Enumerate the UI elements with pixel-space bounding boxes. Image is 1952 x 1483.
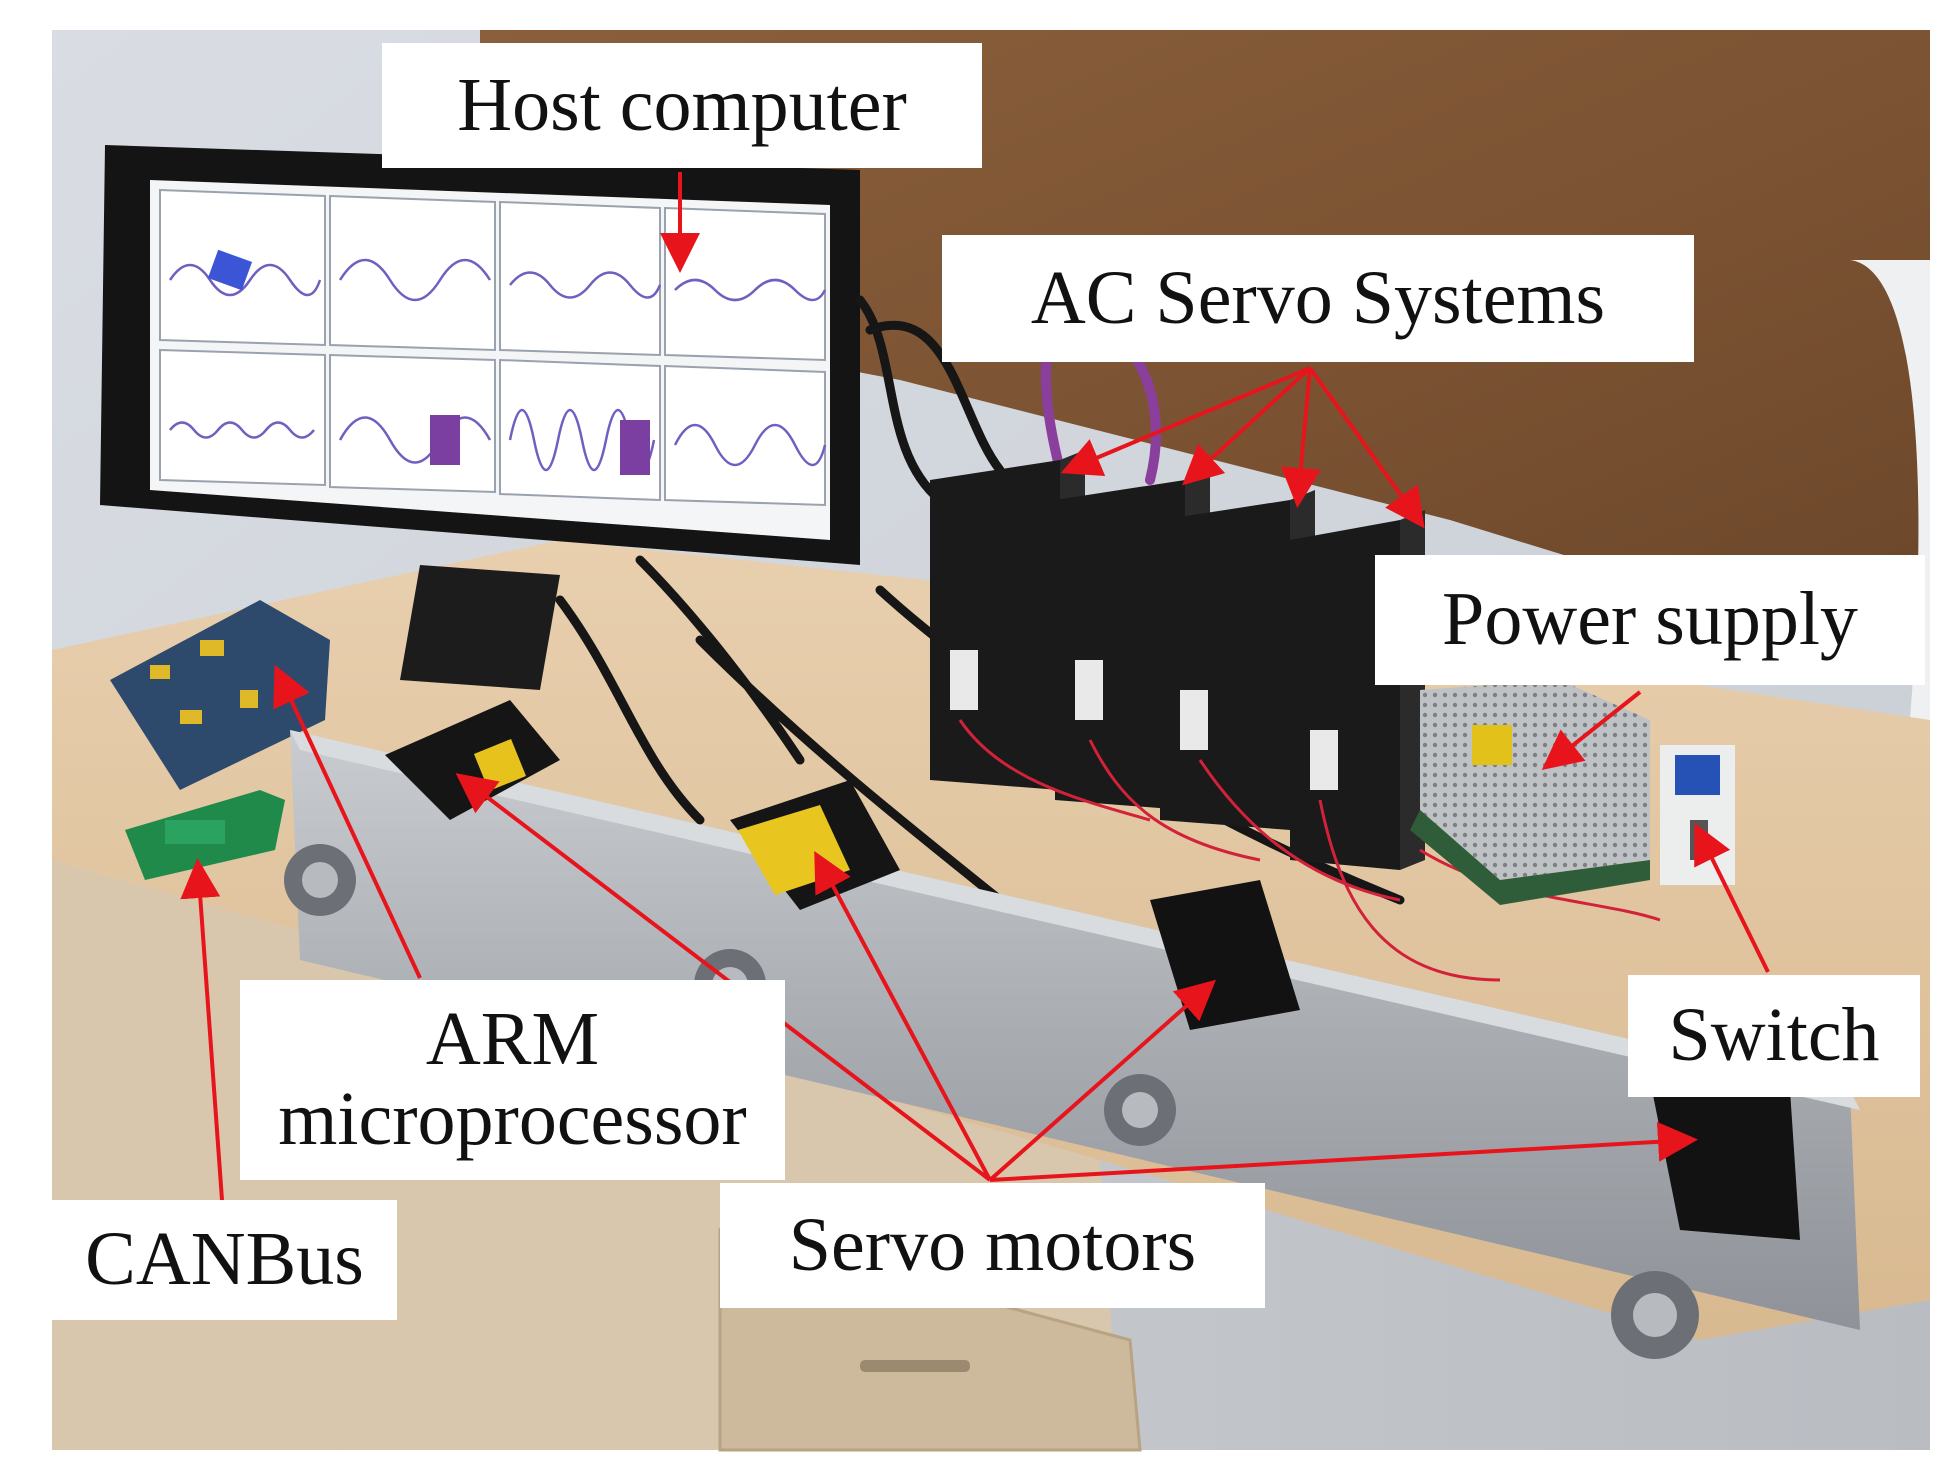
label-servo-motors: Servo motors xyxy=(720,1183,1265,1308)
label-power-supply-text: Power supply xyxy=(1442,577,1858,662)
label-servo-motors-text: Servo motors xyxy=(788,1202,1197,1287)
label-arm-microprocessor: ARM microprocessor xyxy=(240,980,785,1180)
label-ac-servo-systems-text: AC Servo Systems xyxy=(1030,255,1606,340)
label-ac-servo-systems: AC Servo Systems xyxy=(942,235,1694,362)
label-arm-line2: microprocessor xyxy=(278,1077,747,1161)
label-canbus: CANBus xyxy=(52,1200,397,1320)
label-switch: Switch xyxy=(1628,975,1920,1097)
label-switch-text: Switch xyxy=(1668,993,1880,1078)
label-power-supply: Power supply xyxy=(1375,555,1925,685)
label-arm-line1: ARM xyxy=(425,997,600,1082)
label-host-computer-text: Host computer xyxy=(457,62,907,147)
label-host-computer: Host computer xyxy=(382,43,982,168)
label-canbus-text: CANBus xyxy=(85,1217,364,1302)
